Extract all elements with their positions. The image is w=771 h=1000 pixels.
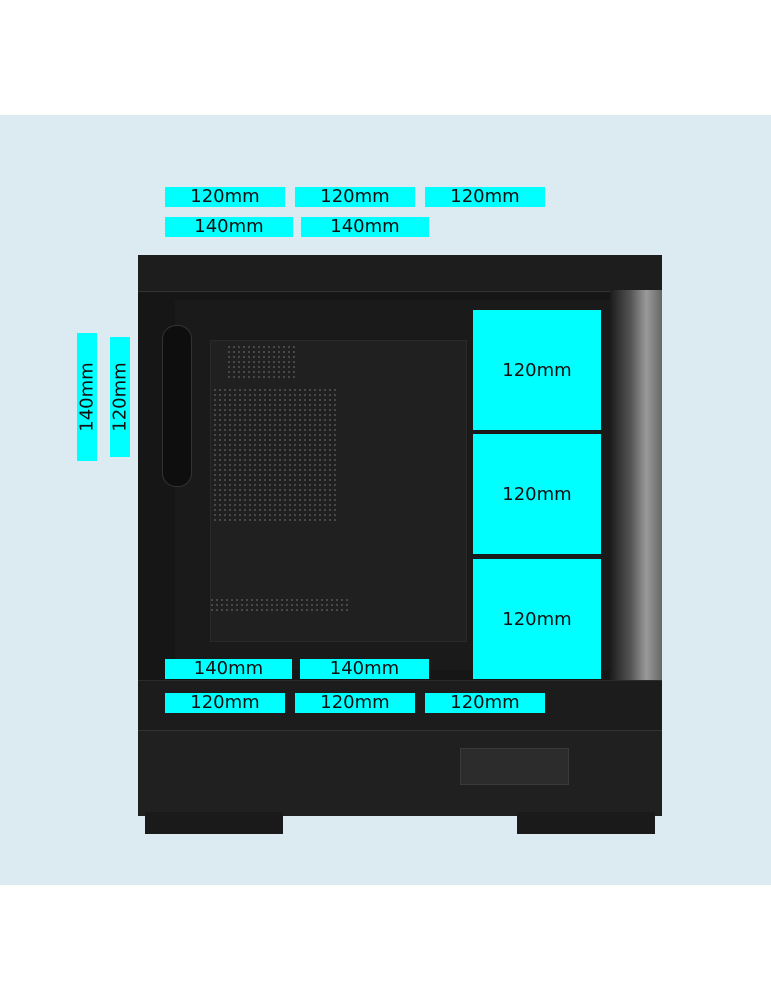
tray-mesh [227, 345, 297, 380]
rear-fan [162, 325, 192, 487]
bottom-fan-label: 140mm [300, 659, 429, 679]
top-fan-label: 120mm [165, 187, 285, 207]
top-fan-label: 120mm [295, 187, 415, 207]
tray-mesh [210, 598, 350, 612]
front-fan-label: 120mm [473, 559, 601, 679]
case-base [138, 730, 662, 816]
front-fan-label: 120mm [473, 434, 601, 554]
top-fan-label: 120mm [425, 187, 545, 207]
case-foot-left [145, 812, 283, 834]
top-fan-label: 140mm [301, 217, 429, 237]
tray-mesh [213, 388, 338, 523]
top-fan-label: 140mm [165, 217, 293, 237]
bottom-fan-label: 120mm [425, 693, 545, 713]
rear-fan-label-text: 120mm [109, 362, 131, 432]
rear-fan-label: 120mm [109, 337, 131, 457]
rear-fan-label: 140mm [76, 333, 98, 461]
case-foot-right [517, 812, 655, 834]
side-glass-panel [610, 290, 662, 730]
bottom-fan-label: 120mm [295, 693, 415, 713]
rear-fan-label-text: 140mm [76, 362, 98, 432]
bottom-fan-label: 140mm [165, 659, 292, 679]
front-fan-label: 120mm [473, 310, 601, 430]
psu-window [460, 748, 569, 785]
case-top-panel [138, 255, 662, 292]
bottom-fan-label: 120mm [165, 693, 285, 713]
